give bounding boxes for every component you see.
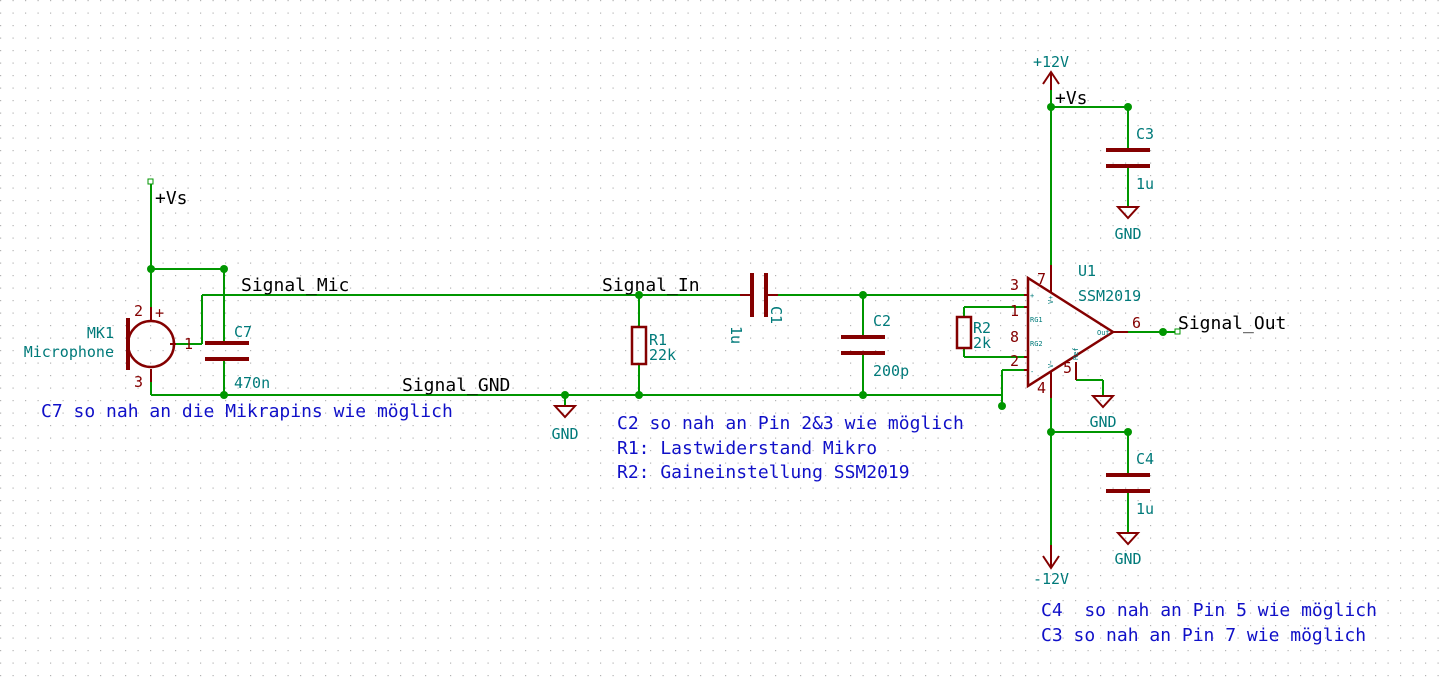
junction-r1-top — [635, 291, 643, 299]
u1-pin-2: 2 — [1010, 352, 1019, 370]
pos12v-label: +12V — [1033, 53, 1069, 71]
mk1-pin-3: 3 — [134, 373, 143, 391]
net-vs-left: +Vs — [155, 188, 188, 209]
gnd-left-icon — [552, 405, 578, 419]
junction-c2-bottom — [859, 391, 867, 399]
net-signal-in: Signal_In — [602, 275, 700, 296]
note-c7: C7 so nah an die Mikrapins wie möglich — [41, 401, 453, 422]
junction-c7-top — [220, 265, 228, 273]
gnd-left-label: GND — [551, 425, 578, 443]
c3-ref: C3 — [1136, 125, 1154, 143]
u1-pinname-vp: V+ — [1047, 296, 1055, 304]
u1-pinname-ref: Ref — [1072, 347, 1080, 360]
u1-pinname-out: Out — [1097, 329, 1110, 337]
c1-capacitor: 1u C1 — [727, 273, 785, 344]
mk1-pin-2: 2 — [134, 302, 143, 320]
gnd-c3-icon — [1115, 206, 1141, 220]
u1-pinname-minus: - — [1030, 368, 1034, 376]
c1-ref: C1 — [767, 306, 785, 324]
note-c4: C4 so nah an Pin 5 wie möglich — [1041, 600, 1377, 621]
neg12v-label: -12V — [1033, 570, 1069, 588]
net-signal-gnd: Signal_GND — [402, 375, 510, 396]
junction-pin2 — [998, 402, 1006, 410]
c7-value: 470n — [234, 374, 270, 392]
junction-output — [1159, 328, 1167, 336]
net-signal-mic: Signal_Mic — [241, 275, 349, 296]
c3-capacitor: C3 1u — [1106, 125, 1154, 193]
c1-value: 1u — [727, 326, 745, 344]
junction-c4-top — [1124, 428, 1132, 436]
c7-ref: C7 — [234, 323, 252, 341]
note-r2: R2: Gaineinstellung SSM2019 — [617, 462, 910, 483]
r2-resistor: R2 2k — [955, 315, 991, 352]
u1-pinname-vm: V- — [1047, 360, 1055, 368]
r1-value: 22k — [649, 346, 676, 364]
gnd-pin5-icon — [1090, 395, 1116, 409]
note-c3: C3 so nah an Pin 7 wie möglich — [1041, 625, 1366, 646]
c7-capacitor: C7 470n — [205, 323, 270, 392]
label-marker-signal-out — [1174, 328, 1181, 335]
u1-pin-3: 3 — [1010, 276, 1019, 294]
c3-value: 1u — [1136, 175, 1154, 193]
r2-ref: R2 — [973, 319, 991, 337]
u1-triangle-icon — [1026, 275, 1116, 389]
c2-capacitor: C2 200p — [841, 312, 909, 380]
mk1-pin-1: 1 — [184, 335, 193, 353]
u1-pinname-plus: + — [1030, 292, 1034, 300]
junction-c3-top — [1124, 103, 1132, 111]
junction-r1-bottom — [635, 391, 643, 399]
gnd-c4-icon — [1115, 532, 1141, 546]
gnd-c4-label: GND — [1114, 550, 1141, 568]
junction-c2-top — [859, 291, 867, 299]
mk1-microphone: + 1 2 3 MK1 Microphone — [24, 302, 193, 391]
r1-ref: R1 — [649, 331, 667, 349]
note-r1: R1: Lastwiderstand Mikro — [617, 438, 877, 459]
net-vs-right: +Vs — [1055, 88, 1088, 109]
c4-ref: C4 — [1136, 450, 1154, 468]
c4-capacitor: C4 1u — [1106, 450, 1154, 518]
u1-ref: U1 — [1078, 262, 1096, 280]
net-labels: +Vs +Vs Signal_Mic Signal_In Signal_GND … — [155, 88, 1286, 396]
mk1-ref: MK1 — [87, 324, 114, 342]
design-notes: C7 so nah an die Mikrapins wie möglich C… — [41, 401, 1377, 646]
junction-vs-c7 — [147, 265, 155, 273]
net-signal-out: Signal_Out — [1178, 313, 1286, 334]
mk1-value: Microphone — [24, 343, 114, 361]
c2-value: 200p — [873, 362, 909, 380]
mk1-plus-sign: + — [155, 304, 164, 322]
power-symbols: +12V -12V GND GND GND GND — [551, 53, 1141, 588]
u1-pinname-rg2: RG2 — [1030, 340, 1043, 348]
gnd-pin5-label: GND — [1089, 413, 1116, 431]
u1-pin-7: 7 — [1037, 270, 1046, 288]
u1-pin-8: 8 — [1010, 328, 1019, 346]
gnd-c3-label: GND — [1114, 225, 1141, 243]
u1-pin-6: 6 — [1132, 314, 1141, 332]
junction-c7-bottom — [220, 391, 228, 399]
label-marker-vs-left — [147, 178, 154, 185]
u1-value: SSM2019 — [1078, 287, 1141, 305]
note-c2: C2 so nah an Pin 2&3 wie möglich — [617, 413, 964, 434]
r2-body — [955, 315, 973, 350]
u1-pin-4: 4 — [1037, 379, 1046, 397]
u1-amplifier: 3 1 8 2 7 4 5 6 + RG1 RG2 - Out V+ V- Re… — [1010, 262, 1141, 398]
r1-body — [630, 325, 648, 366]
junctions — [147, 103, 1167, 436]
junction-vm-right — [1047, 428, 1055, 436]
u1-pin-1: 1 — [1010, 302, 1019, 320]
junction-gnd — [561, 391, 569, 399]
junction-vs-right — [1047, 103, 1055, 111]
r1-resistor: R1 22k — [630, 325, 676, 366]
u1-pinname-rg1: RG1 — [1030, 316, 1043, 324]
u1-pin-5: 5 — [1063, 359, 1072, 377]
c4-value: 1u — [1136, 500, 1154, 518]
c2-ref: C2 — [873, 312, 891, 330]
r2-value: 2k — [973, 334, 991, 352]
